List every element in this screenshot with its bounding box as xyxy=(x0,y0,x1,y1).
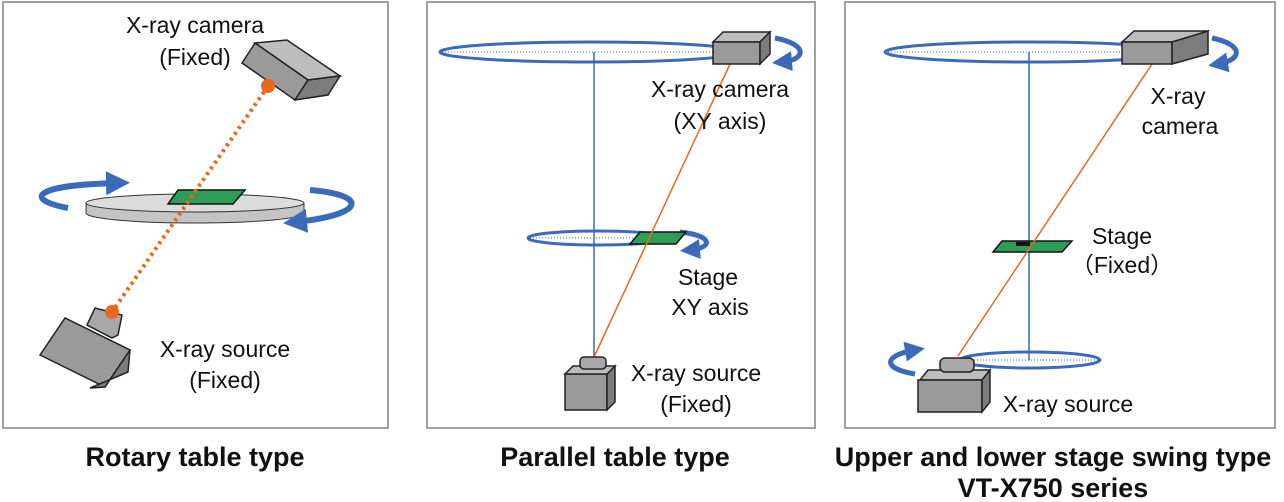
panel-rotary-table: X-ray camera (Fixed) X-ray source (Fixed… xyxy=(2,1,389,472)
rotation-arrow-icon xyxy=(38,171,130,211)
rotation-arrow-icon xyxy=(1208,35,1239,73)
camera-label: X-ray xyxy=(1151,83,1206,109)
panel-frame xyxy=(844,1,1276,429)
panel-caption: Upper and lower stage swing type xyxy=(835,442,1272,472)
source-sublabel: (Fixed) xyxy=(189,367,261,393)
panel-subcaption: VT-X750 series xyxy=(958,473,1149,502)
xray-source-icon xyxy=(563,356,617,412)
source-sublabel: (Fixed) xyxy=(660,391,732,417)
rotation-arrow-icon xyxy=(283,187,355,233)
xray-beam xyxy=(593,63,731,358)
panel-swing-stage: X-ray camera Stage （Fixed） X-ray source … xyxy=(835,1,1276,502)
camera-label: X-ray camera xyxy=(126,12,264,38)
rotation-arrow-icon xyxy=(679,229,709,260)
pcb-icon xyxy=(166,189,247,205)
xray-source-icon xyxy=(38,307,132,389)
camera-label: X-ray camera xyxy=(651,76,789,102)
source-label: X-ray source xyxy=(160,336,290,362)
pcb-icon xyxy=(628,231,688,245)
panel-parallel-table: X-ray camera (XY axis) Stage XY axis X-r… xyxy=(426,1,816,472)
chip-icon xyxy=(1016,242,1030,246)
camera-sublabel: (Fixed) xyxy=(159,44,231,70)
stage-sublabel: （Fixed） xyxy=(1071,252,1173,278)
camera-focal-point xyxy=(261,79,275,93)
xray-beam xyxy=(957,63,1153,357)
source-label: X-ray source xyxy=(1003,391,1133,417)
stage-label: Stage xyxy=(1092,223,1152,249)
pcb-icon xyxy=(991,240,1074,253)
xray-source-icon xyxy=(917,357,992,415)
xray-camera-icon xyxy=(240,39,343,102)
stage-sublabel: XY axis xyxy=(671,294,749,320)
panel-frame xyxy=(426,1,816,429)
stage-label: Stage xyxy=(678,264,738,290)
rotation-arrow-icon xyxy=(772,35,803,72)
camera-sublabel: (XY axis) xyxy=(674,108,767,134)
source-focal-point xyxy=(105,305,119,319)
rotary-table xyxy=(85,193,305,224)
xray-camera-icon xyxy=(1120,29,1210,65)
xray-camera-icon xyxy=(711,30,772,66)
source-label: X-ray source xyxy=(631,360,761,386)
camera-sublabel: camera xyxy=(1142,113,1219,139)
panel-caption: Rotary table type xyxy=(85,442,304,472)
rotation-arrow-icon xyxy=(888,341,925,377)
panel-caption: Parallel table type xyxy=(500,442,730,472)
